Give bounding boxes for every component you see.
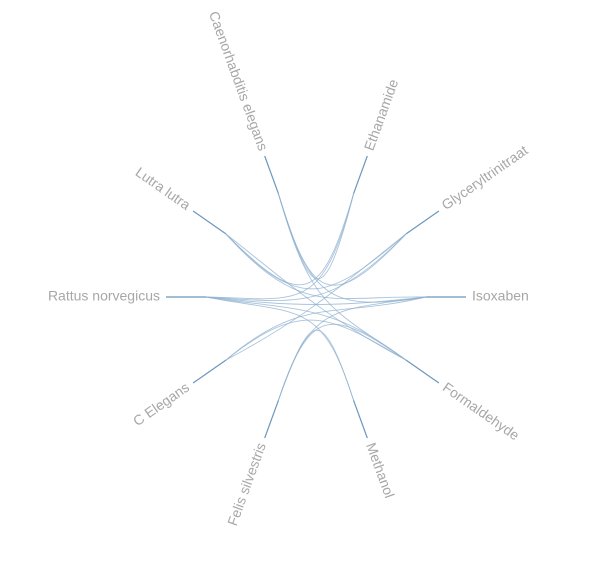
spoke-glyceryltrinitraat bbox=[405, 210, 440, 235]
spokes-layer bbox=[166, 155, 466, 439]
spoke-formaldehyde bbox=[405, 359, 440, 384]
link-c-elegans-formaldehyde bbox=[225, 319, 407, 361]
link-felis-silvestris-formaldehyde bbox=[277, 323, 407, 401]
spoke-methanol bbox=[353, 400, 368, 439]
link-caenorhabditis-elegans-ethanamide bbox=[277, 193, 355, 280]
links-layer bbox=[205, 193, 427, 401]
node-label-glyceryltrinitraat: Glyceryltrinitraat bbox=[438, 142, 530, 213]
node-label-caenorhabditis-elegans: Caenorhabditis elegans bbox=[206, 9, 271, 153]
spoke-ethanamide bbox=[353, 155, 368, 194]
node-label-isoxaben: Isoxaben bbox=[472, 288, 529, 304]
link-rattus-norvegicus-formaldehyde bbox=[205, 296, 407, 361]
link-lutra-lutra-isoxaben bbox=[225, 233, 427, 300]
node-label-formaldehyde: Formaldehyde bbox=[440, 379, 523, 444]
link-c-elegans-glyceryltrinitraat bbox=[225, 233, 407, 361]
node-label-felis-silvestris: Felis silvestris bbox=[224, 440, 269, 527]
node-label-lutra-lutra: Lutra lutra bbox=[133, 164, 194, 213]
link-caenorhabditis-elegans-formaldehyde bbox=[277, 193, 407, 361]
spoke-lutra-lutra bbox=[192, 210, 227, 235]
link-rattus-norvegicus-ethanamide bbox=[205, 193, 355, 300]
spoke-caenorhabditis-elegans bbox=[264, 155, 279, 194]
link-felis-silvestris-methanol bbox=[277, 330, 355, 401]
node-label-c-elegans: C Elegans bbox=[130, 379, 192, 429]
spoke-c-elegans bbox=[192, 359, 227, 384]
link-caenorhabditis-elegans-glyceryltrinitraat bbox=[277, 193, 407, 286]
link-caenorhabditis-elegans-isoxaben bbox=[277, 193, 427, 303]
labels-layer: EthanamideGlyceryltrinitraatIsoxabenForm… bbox=[48, 9, 531, 528]
link-c-elegans-isoxaben bbox=[225, 296, 427, 361]
link-rattus-norvegicus-methanol bbox=[205, 296, 355, 401]
node-label-ethanamide: Ethanamide bbox=[361, 77, 402, 153]
link-lutra-lutra-ethanamide bbox=[225, 193, 355, 286]
spoke-felis-silvestris bbox=[264, 400, 279, 439]
node-label-rattus-norvegicus: Rattus norvegicus bbox=[48, 288, 160, 304]
link-rattus-norvegicus-glyceryltrinitraat bbox=[205, 233, 407, 302]
link-lutra-lutra-glyceryltrinitraat bbox=[225, 233, 407, 290]
node-label-methanol: Methanol bbox=[363, 440, 398, 500]
